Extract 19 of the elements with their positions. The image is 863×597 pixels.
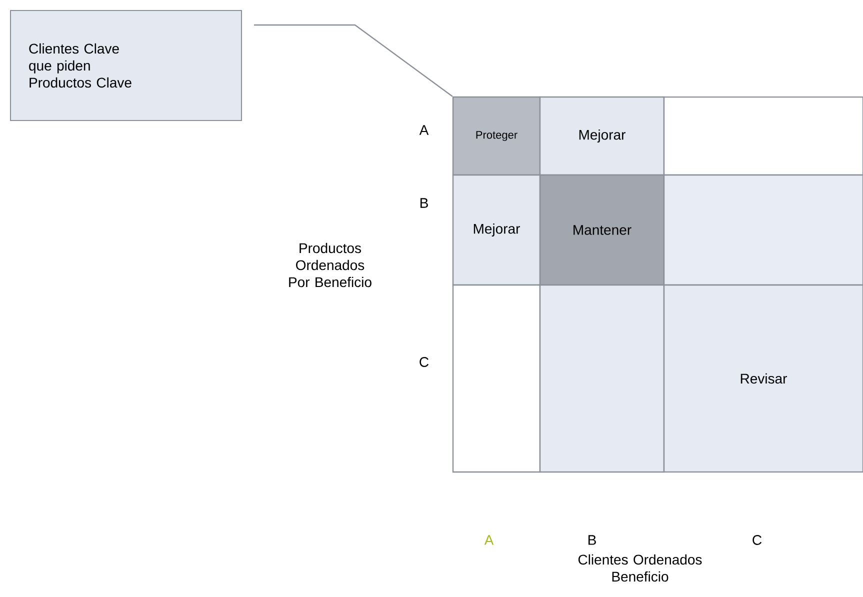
matrix-cell <box>663 174 863 286</box>
matrix-cell: Mantener <box>539 174 665 286</box>
column-label: B <box>588 535 596 545</box>
row-label: B <box>420 198 428 208</box>
callout-box: Clientes Clave que piden Productos Clave <box>10 10 242 121</box>
leader-line <box>254 24 453 97</box>
matrix-cell: Revisar <box>663 284 863 473</box>
axis-title: Clientes Ordenados Beneficio <box>578 554 702 582</box>
matrix-cell: Proteger <box>452 96 541 176</box>
matrix-cell <box>452 284 541 473</box>
axis-title: Productos Ordenados Por Beneficio <box>289 242 372 288</box>
column-label: C <box>752 535 762 545</box>
matrix-cell <box>539 284 665 473</box>
column-label: A <box>484 535 494 545</box>
matrix-cell: Mejorar <box>539 96 665 176</box>
row-label: A <box>419 125 429 135</box>
row-label: C <box>420 357 429 367</box>
matrix-cell <box>663 96 863 176</box>
matrix-cell: Mejorar <box>452 174 541 286</box>
